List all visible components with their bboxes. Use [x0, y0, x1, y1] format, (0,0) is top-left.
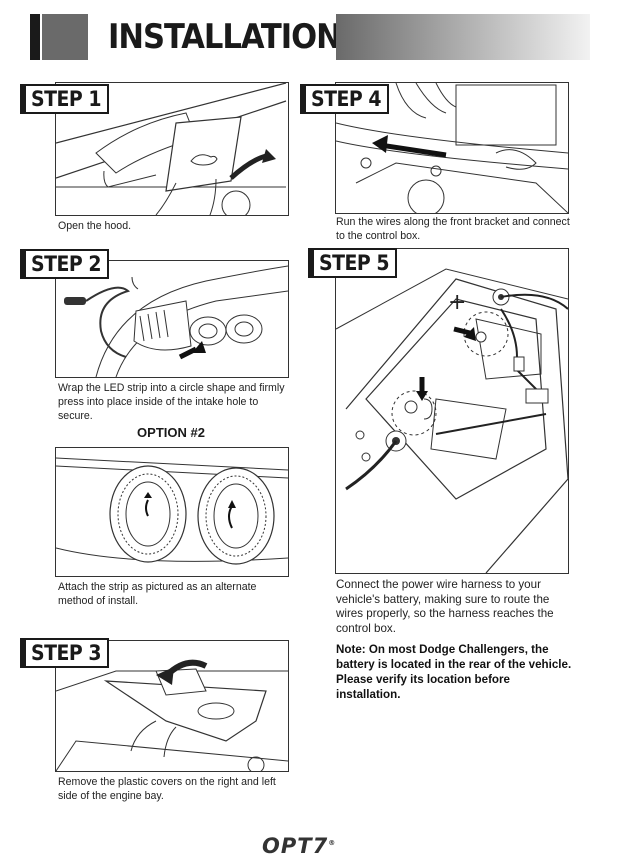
step5-note: Note: On most Dodge Challengers, the bat…	[336, 643, 572, 701]
trademark-symbol: ®	[328, 839, 337, 847]
page-title: INSTALLATION	[108, 17, 342, 57]
step4-caption: Run the wires along the front bracket an…	[336, 216, 570, 242]
header-box	[42, 14, 88, 60]
option2-label: OPTION #2	[137, 425, 205, 440]
step2-caption: Wrap the LED strip into a circle shape a…	[58, 382, 285, 422]
option2-illustration	[55, 447, 289, 577]
step5-caption: Connect the power wire harness to your v…	[336, 578, 554, 635]
opt7-logo: OPT7®	[262, 834, 336, 858]
step2-label: STEP 2	[31, 252, 101, 276]
svg-text:+: +	[448, 290, 466, 315]
step3-label: STEP 3	[31, 641, 101, 665]
option2-caption: Attach the strip as pictured as an alter…	[58, 581, 257, 607]
step2-illustration	[55, 260, 289, 378]
step1-label: STEP 1	[31, 87, 101, 111]
step3-caption: Remove the plastic covers on the right a…	[58, 776, 276, 802]
header-gradient	[336, 14, 590, 60]
brand-name: OPT7	[262, 834, 329, 858]
step1-badge: STEP 1	[20, 84, 109, 114]
step1-illustration	[55, 82, 289, 216]
step5-badge: STEP 5	[308, 248, 397, 278]
step1-caption: Open the hood.	[58, 220, 132, 232]
step2-badge: STEP 2	[20, 249, 109, 279]
step4-badge: STEP 4	[300, 84, 389, 114]
step5-label: STEP 5	[319, 251, 389, 275]
step3-badge: STEP 3	[20, 638, 109, 668]
step5-illustration: +	[335, 248, 569, 574]
step4-label: STEP 4	[311, 87, 381, 111]
option2-heading: OPTION #2	[55, 425, 287, 440]
header-bar	[30, 14, 40, 60]
